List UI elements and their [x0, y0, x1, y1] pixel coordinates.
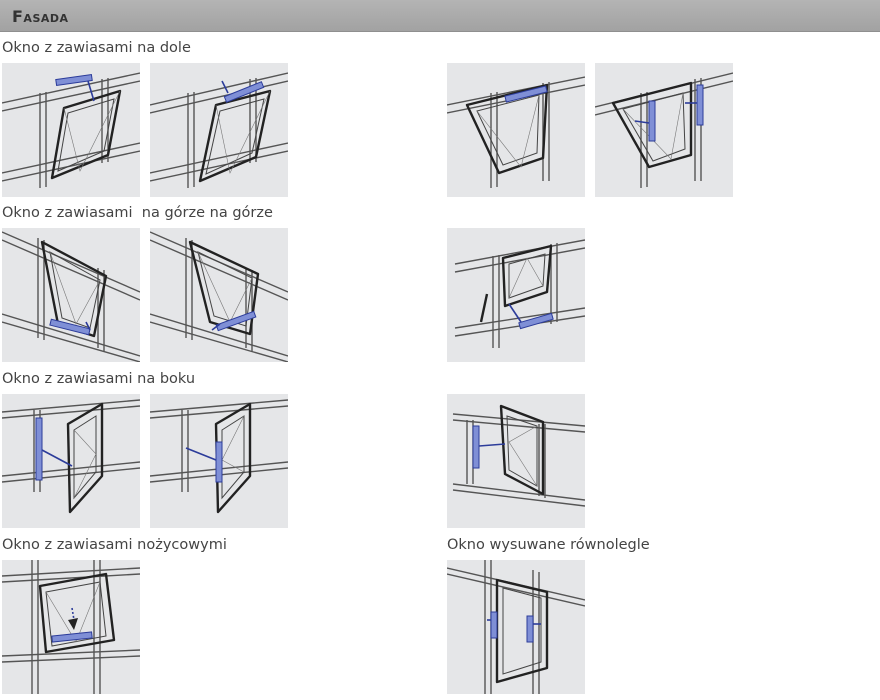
- section-label-bottom-hung: Okno z zawiasami na dole: [2, 40, 191, 56]
- scissor-hinged-window-actuator-icon: [2, 560, 140, 694]
- side-hung-window-left-actuator-icon: [2, 394, 140, 528]
- section-label-parallel-outward: Okno wysuwane równolegle: [447, 537, 650, 553]
- section-label-top-hung: Okno z zawiasami na górze na górze: [2, 205, 273, 221]
- section-title: Fasada: [12, 7, 69, 26]
- side-hung-window-outward-actuator-icon: [447, 394, 585, 528]
- top-hung-window-bottom-actuator-alt-icon: [150, 228, 288, 362]
- bottom-hung-window-top-actuator-icon: [150, 63, 288, 197]
- bottom-hung-window-chain-actuator-icon: [2, 63, 140, 197]
- top-hung-window-outward-actuator-icon: [447, 228, 585, 362]
- bottom-hung-window-outward-actuator-icon: [447, 63, 585, 197]
- section-label-scissor-hinged: Okno z zawiasami nożycowymi: [2, 537, 227, 553]
- parallel-outward-window-actuator-icon: [447, 560, 585, 694]
- section-header-bar: Fasada: [0, 0, 880, 32]
- side-hung-window-right-actuator-icon: [150, 394, 288, 528]
- bottom-hung-window-double-actuator-icon: [595, 63, 733, 197]
- section-label-side-hung: Okno z zawiasami na boku: [2, 371, 196, 387]
- top-hung-window-bottom-actuator-icon: [2, 228, 140, 362]
